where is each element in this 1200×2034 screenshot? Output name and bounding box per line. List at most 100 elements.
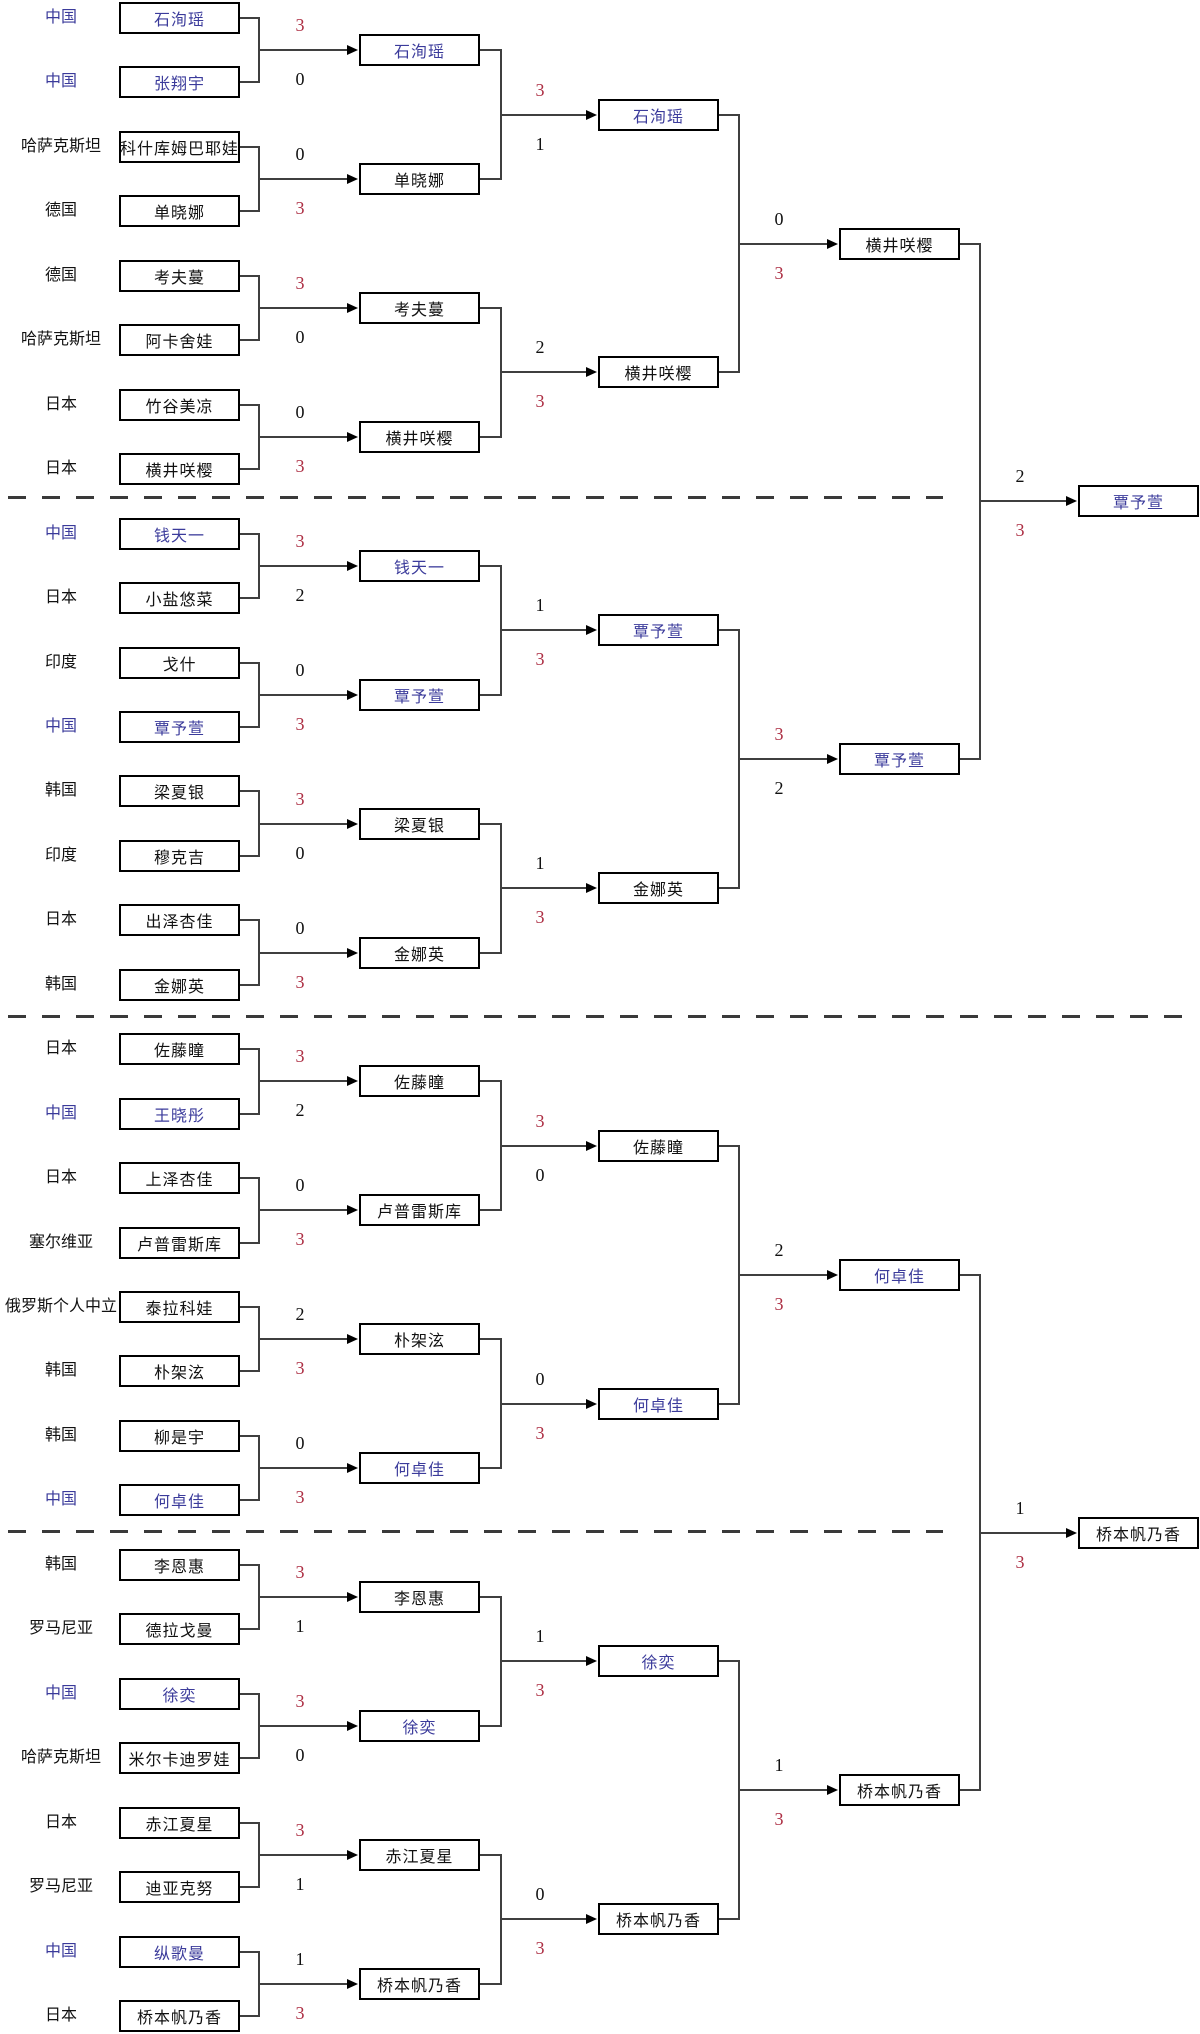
- country-label: 日本: [44, 589, 77, 607]
- match-score: 1: [295, 1616, 305, 1637]
- winner-box-round-of-16: 佐藤瞳: [598, 1129, 719, 1162]
- match-score: 0: [295, 327, 305, 348]
- country-label: 日本: [44, 460, 77, 478]
- country-label: 日本: [44, 2006, 77, 2024]
- connector-line: [240, 17, 260, 19]
- connector-line: [719, 887, 740, 890]
- winner-box-round-of-32: 朴架泫: [359, 1323, 480, 1356]
- winner-box-round-of-32: 金娜英: [359, 936, 480, 969]
- match-score: 2: [774, 778, 784, 799]
- connector-line: [738, 1273, 829, 1276]
- arrowhead-icon: [827, 754, 838, 765]
- winner-box-round-of-32: 石洵瑶: [359, 34, 480, 67]
- winner-box-round-of-16: 石洵瑶: [598, 98, 719, 131]
- player-box: 王晓彤: [119, 1097, 240, 1130]
- winner-box-semifinals: 覃予萱: [1078, 485, 1199, 518]
- match-score: 0: [295, 1433, 305, 1454]
- connector-line: [719, 113, 740, 116]
- match-score: 1: [535, 595, 545, 616]
- winner-box-round-of-32: 何卓佳: [359, 1452, 480, 1485]
- player-box: 横井咲樱: [119, 453, 240, 486]
- player-box: 徐奕: [119, 1677, 240, 1710]
- player-box: 科什库姆巴耶娃: [119, 130, 240, 163]
- connector-line: [240, 2014, 260, 2017]
- connector-line: [240, 145, 260, 148]
- connector-line: [480, 1982, 502, 1985]
- connector-line: [480, 951, 502, 954]
- player-box: 佐藤瞳: [119, 1033, 240, 1066]
- connector-line: [960, 758, 981, 761]
- connector-line: [240, 1821, 260, 1824]
- player-box: 李恩惠: [119, 1548, 240, 1581]
- connector-line: [480, 307, 502, 310]
- arrowhead-icon: [347, 1334, 358, 1345]
- arrowhead-icon: [347, 1978, 358, 1989]
- country-label: 哈萨克斯坦: [20, 137, 101, 155]
- connector-line: [719, 1918, 740, 1921]
- connector-line: [480, 1467, 502, 1470]
- connector-line: [480, 1080, 502, 1083]
- match-score: 0: [295, 401, 305, 422]
- player-box: 梁夏银: [119, 775, 240, 808]
- match-score: 3: [295, 971, 305, 992]
- arrowhead-icon: [347, 1720, 358, 1731]
- country-label: 哈萨克斯坦: [20, 1749, 101, 1767]
- match-score: 3: [295, 273, 305, 294]
- country-label: 中国: [44, 1684, 77, 1702]
- winner-box-round-of-32: 梁夏银: [359, 807, 480, 840]
- match-score: 3: [295, 2002, 305, 2023]
- match-score: 3: [535, 649, 545, 670]
- match-score: 3: [295, 455, 305, 476]
- match-score: 3: [774, 1293, 784, 1314]
- country-label: 中国: [44, 524, 77, 542]
- match-score: 1: [535, 133, 545, 154]
- connector-line: [480, 435, 502, 438]
- connector-line: [240, 1370, 260, 1373]
- player-box: 考夫蔓: [119, 259, 240, 292]
- connector-line: [258, 307, 349, 310]
- arrowhead-icon: [347, 45, 358, 56]
- match-score: 1: [774, 1755, 784, 1776]
- connector-line: [258, 1467, 349, 1470]
- arrowhead-icon: [586, 883, 597, 894]
- match-score: 1: [535, 853, 545, 874]
- arrowhead-icon: [347, 818, 358, 829]
- winner-box-round-of-32: 佐藤瞳: [359, 1065, 480, 1098]
- connector-line: [258, 49, 349, 52]
- player-box: 桥本帆乃香: [119, 1999, 240, 2032]
- section-divider: [8, 496, 943, 499]
- country-label: 哈萨克斯坦: [20, 331, 101, 349]
- connector-line: [480, 49, 502, 52]
- match-score: 2: [774, 1239, 784, 1260]
- country-label: 日本: [44, 1040, 77, 1058]
- connector-line: [258, 822, 349, 825]
- connector-line: [500, 113, 588, 116]
- player-box: 柳是宇: [119, 1419, 240, 1452]
- connector-line: [240, 725, 260, 728]
- connector-line: [979, 1531, 1068, 1534]
- match-score: 3: [774, 1809, 784, 1830]
- country-label: 日本: [44, 395, 77, 413]
- player-box: 小盐悠菜: [119, 582, 240, 615]
- winner-box-round-of-32: 横井咲樱: [359, 420, 480, 453]
- arrowhead-icon: [347, 303, 358, 314]
- connector-line: [480, 1338, 502, 1341]
- match-score: 3: [295, 1229, 305, 1250]
- connector-line: [258, 693, 349, 696]
- section-divider: [8, 1015, 1186, 1018]
- player-box: 出泽杏佳: [119, 904, 240, 937]
- connector-line: [480, 1209, 502, 1212]
- match-score: 0: [535, 1368, 545, 1389]
- winner-box-round-of-16: 金娜英: [598, 872, 719, 905]
- match-score: 0: [295, 1175, 305, 1196]
- match-score: 1: [535, 1626, 545, 1647]
- connector-line: [738, 242, 829, 245]
- connector-line: [738, 758, 829, 761]
- connector-line: [258, 1596, 349, 1599]
- connector-line: [258, 435, 349, 438]
- connector-line: [480, 1853, 502, 1856]
- connector-line: [258, 178, 349, 181]
- winner-box-round-of-32: 徐奕: [359, 1709, 480, 1742]
- match-score: 1: [295, 1873, 305, 1894]
